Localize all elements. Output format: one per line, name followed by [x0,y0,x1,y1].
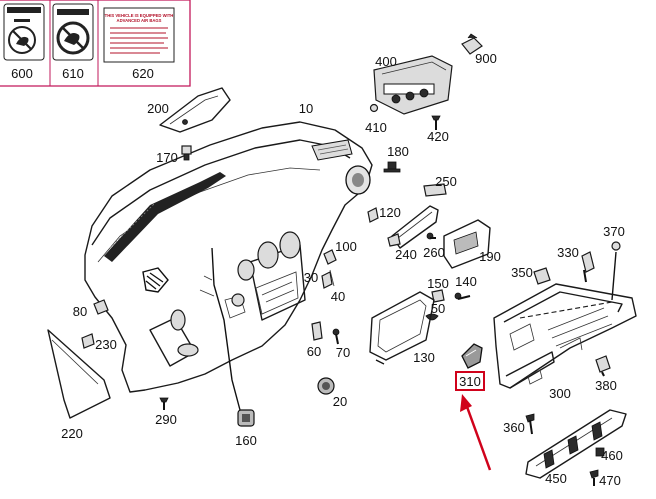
label-410[interactable]: 410 [365,120,387,135]
label-120[interactable]: 120 [379,205,401,220]
part-130-frame[interactable] [369,291,435,365]
label-60[interactable]: 60 [307,344,321,359]
label-300[interactable]: 300 [549,386,571,401]
label-380[interactable]: 380 [595,378,617,393]
part-250-bracket[interactable] [423,183,447,197]
label-160[interactable]: 160 [235,433,257,448]
left-air-vent [142,267,169,293]
label-310[interactable]: 310 [459,374,481,389]
part-120-bracket[interactable] [367,205,439,249]
label-230[interactable]: 230 [95,337,117,352]
part-240-bracket[interactable] [387,233,401,247]
part-260-screw[interactable] [426,232,436,240]
part-170-clip[interactable] [181,145,192,161]
dashboard-carrier-10[interactable] [84,121,373,411]
label-10[interactable]: 10 [299,101,313,116]
part-900-connector[interactable] [461,33,483,55]
label-420[interactable]: 420 [427,129,449,144]
label-900[interactable]: 900 [475,51,497,66]
decal-line-1: THIS VEHICLE IS EQUIPPED WITH [105,13,174,18]
highlight-310 [455,371,492,471]
part-80-clip[interactable] [93,299,109,315]
part-360-screw[interactable] [525,413,535,435]
label-20[interactable]: 20 [333,394,347,409]
label-30[interactable]: 30 [304,270,318,285]
label-40[interactable]: 40 [331,289,345,304]
part-150-clip[interactable] [431,289,445,303]
label-panel: THIS VEHICLE IS EQUIPPED WITH ADVANCED A… [0,0,191,87]
label-290[interactable]: 290 [155,412,177,427]
part-labels: 200 10 400 900 410 420 170 180 250 120 2… [61,51,625,488]
label-330[interactable]: 330 [557,245,579,260]
part-370-clip[interactable] [611,241,621,301]
label-70[interactable]: 70 [336,345,350,360]
part-290-screw[interactable] [159,397,169,410]
label-140[interactable]: 140 [455,274,477,289]
part-30-clip[interactable] [321,271,333,289]
label-50[interactable]: 50 [431,301,445,316]
part-200-side-trim[interactable] [159,87,231,133]
part-300-glove-box[interactable] [493,283,637,389]
part-310-handle[interactable] [461,343,483,369]
airbag-warning-sticker-610[interactable] [52,3,94,61]
part-410-clip[interactable] [369,103,379,113]
airbag-warning-sticker-600[interactable] [3,3,45,61]
advanced-airbag-decal-620[interactable]: THIS VEHICLE IS EQUIPPED WITH ADVANCED A… [103,7,175,63]
label-100[interactable]: 100 [335,239,357,254]
label-450[interactable]: 450 [545,471,567,486]
label-260[interactable]: 260 [423,245,445,260]
part-460-clip[interactable] [595,447,605,457]
label-170[interactable]: 170 [156,150,178,165]
label-130[interactable]: 130 [413,350,435,365]
label-360[interactable]: 360 [503,420,525,435]
label-220[interactable]: 220 [61,426,83,441]
label-250[interactable]: 250 [435,174,457,189]
label-350[interactable]: 350 [511,265,533,280]
part-420-screw[interactable] [431,115,441,130]
part-180-bolt[interactable] [383,161,401,173]
part-380-damper[interactable] [595,355,611,377]
part-400-overhead-module[interactable] [373,55,453,115]
label-370[interactable]: 370 [603,224,625,239]
part-160-knob[interactable] [237,409,255,427]
part-100-clip[interactable] [323,249,337,265]
part-140-screw[interactable] [454,292,471,300]
part-70-screw[interactable] [332,328,340,345]
part-60-clip[interactable] [311,321,323,341]
part-350-bumper[interactable] [533,267,551,285]
part-470-screw[interactable] [589,469,599,486]
label-400[interactable]: 400 [375,54,397,69]
label-200[interactable]: 200 [147,101,169,116]
label-80[interactable]: 80 [73,304,87,319]
label-150[interactable]: 150 [427,276,449,291]
part-230-clip[interactable] [81,333,95,349]
part-40-cable[interactable] [329,269,335,287]
decal-line-2: ADVANCED AIR BAGS [117,18,162,23]
instrument-cluster-area [237,231,306,321]
label-460[interactable]: 460 [601,448,623,463]
label-470[interactable]: 470 [599,473,621,488]
part-220-side-cover[interactable] [47,329,111,419]
label-180[interactable]: 180 [387,144,409,159]
label-240[interactable]: 240 [395,247,417,262]
label-190[interactable]: 190 [479,249,501,264]
label-600[interactable]: 600 [11,66,33,81]
part-20-plug[interactable] [317,377,335,395]
part-450-bracket[interactable] [525,409,627,479]
part-190-trim-panel[interactable] [443,219,491,269]
part-330-latch[interactable] [581,251,595,283]
label-610[interactable]: 610 [62,66,84,81]
center-air-vent [345,165,371,195]
label-620[interactable]: 620 [132,66,154,81]
